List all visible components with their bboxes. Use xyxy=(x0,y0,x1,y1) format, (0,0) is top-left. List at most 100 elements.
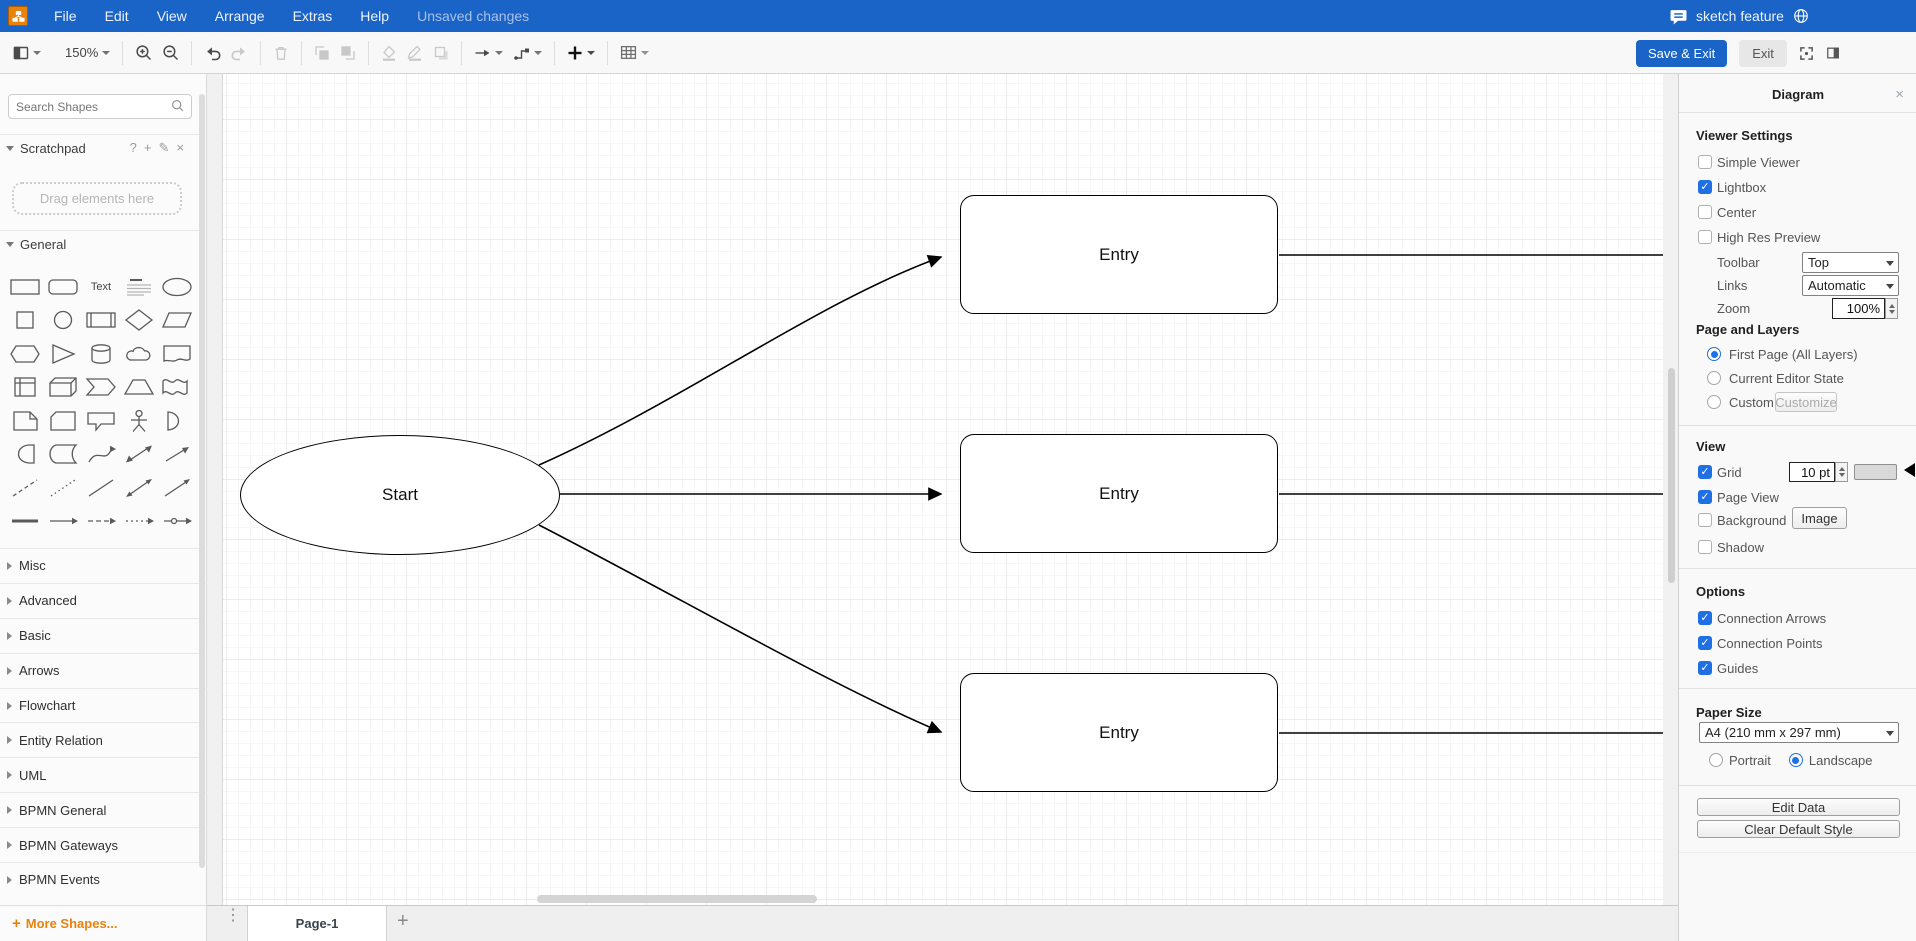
shape-note[interactable] xyxy=(7,406,43,436)
search-input[interactable] xyxy=(16,99,171,114)
undo-button[interactable] xyxy=(199,40,226,65)
zoom-spinner[interactable] xyxy=(1885,298,1898,319)
scratchpad-add-icon[interactable]: + xyxy=(143,140,152,155)
shape-bidirectional-connector[interactable] xyxy=(121,473,157,503)
sidebar-section-misc[interactable]: Misc xyxy=(0,548,207,583)
shape-bidirectional-arrow[interactable] xyxy=(121,439,157,469)
shape-search-box[interactable] xyxy=(8,94,192,119)
background-image-button[interactable]: Image xyxy=(1792,507,1847,529)
pages-menu-button[interactable]: ⋮ xyxy=(225,907,241,924)
sidebar-scrollbar[interactable] xyxy=(199,94,205,868)
shape-internal-storage[interactable] xyxy=(7,372,43,402)
shape-dotted-horizontal-arrow[interactable] xyxy=(121,506,157,536)
spin-up-icon[interactable] xyxy=(1838,467,1845,471)
shape-text[interactable]: Text xyxy=(90,280,112,293)
sidebar-section-basic[interactable]: Basic xyxy=(0,617,207,653)
exit-button[interactable]: Exit xyxy=(1739,39,1787,67)
table-button[interactable] xyxy=(615,40,654,65)
sidebar-section-flowchart[interactable]: Flowchart xyxy=(0,687,207,723)
shape-bold-horizontal-line[interactable] xyxy=(7,506,43,536)
shape-parallelogram[interactable] xyxy=(159,305,195,335)
checkbox-simple-viewer[interactable]: Simple Viewer xyxy=(1679,152,1916,172)
fill-color-button[interactable] xyxy=(376,41,402,65)
radio-custom[interactable]: Custom xyxy=(1679,392,1916,412)
to-front-button[interactable] xyxy=(309,41,335,65)
shape-circle[interactable] xyxy=(45,305,81,335)
menu-item-file[interactable]: File xyxy=(54,8,77,24)
checkbox-center[interactable]: Center xyxy=(1679,202,1916,222)
shape-curve[interactable] xyxy=(83,439,119,469)
shape-dotted-line[interactable] xyxy=(45,473,81,503)
links-select[interactable]: Automatic xyxy=(1802,275,1899,296)
shape-data-storage[interactable] xyxy=(45,439,81,469)
sidebar-section-arrows[interactable]: Arrows xyxy=(0,652,207,688)
shape-cube[interactable] xyxy=(45,372,81,402)
checkbox[interactable]: ✓ xyxy=(1698,636,1712,650)
insert-button[interactable] xyxy=(562,41,600,65)
shape-dashed-line[interactable] xyxy=(7,473,43,503)
drawio-logo-icon[interactable] xyxy=(8,6,28,26)
grid-checkbox[interactable]: ✓ xyxy=(1698,465,1712,479)
checkbox[interactable]: ✓ xyxy=(1698,611,1712,625)
spin-down-icon[interactable] xyxy=(1838,473,1845,477)
shape-line[interactable] xyxy=(83,473,119,503)
shape-rounded-rectangle[interactable] xyxy=(45,272,81,302)
checkbox[interactable] xyxy=(1698,155,1712,169)
radio-button[interactable] xyxy=(1707,371,1721,385)
diagram-canvas[interactable]: Start Entry Entry Entry xyxy=(207,74,1678,905)
toolbar-position-select[interactable]: Top xyxy=(1802,252,1899,273)
checkbox-lightbox[interactable]: ✓Lightbox xyxy=(1679,177,1916,197)
shape-arrow[interactable] xyxy=(159,439,195,469)
fullscreen-icon[interactable] xyxy=(1799,46,1814,61)
paper-size-select[interactable]: A4 (210 mm x 297 mm) xyxy=(1699,722,1899,743)
spin-up-icon[interactable] xyxy=(1888,303,1895,308)
shadow-checkbox-row[interactable]: Shadow xyxy=(1679,537,1916,557)
close-icon[interactable]: × xyxy=(1895,86,1904,103)
portrait-radio[interactable] xyxy=(1709,753,1723,767)
canvas-vertical-scrollbar[interactable] xyxy=(1668,368,1675,583)
add-page-button[interactable]: + xyxy=(397,910,409,932)
zoom-in-button[interactable] xyxy=(130,40,157,65)
shape-step[interactable] xyxy=(83,372,119,402)
grid-size-spinner[interactable] xyxy=(1835,462,1848,482)
shape-hexagon[interactable] xyxy=(7,339,43,369)
checkbox-connection-points[interactable]: ✓Connection Points xyxy=(1679,633,1916,653)
radio-button[interactable] xyxy=(1707,395,1721,409)
page-view-checkbox-row[interactable]: ✓ Page View xyxy=(1679,487,1916,507)
shape-cloud[interactable] xyxy=(121,339,157,369)
redo-button[interactable] xyxy=(226,40,253,65)
delete-button[interactable] xyxy=(268,41,294,65)
scratchpad-help-icon[interactable]: ? xyxy=(129,140,137,155)
shape-horizontal-arrow[interactable] xyxy=(45,506,81,536)
landscape-radio[interactable] xyxy=(1788,753,1803,767)
shape-actor[interactable] xyxy=(121,406,157,436)
shape-link[interactable] xyxy=(159,506,195,536)
shape-square[interactable] xyxy=(7,305,43,335)
clear-default-style-button[interactable]: Clear Default Style xyxy=(1697,820,1900,838)
checkbox[interactable] xyxy=(1698,205,1712,219)
node-entry-2[interactable]: Entry xyxy=(960,434,1278,553)
sidebar-section-entity-relation[interactable]: Entity Relation xyxy=(0,722,207,757)
shape-triangle[interactable] xyxy=(45,339,81,369)
checkbox-guides[interactable]: ✓Guides xyxy=(1679,658,1916,678)
sidebar-section-bpmn-events[interactable]: BPMN Events xyxy=(0,862,207,897)
checkbox-connection-arrows[interactable]: ✓Connection Arrows xyxy=(1679,608,1916,628)
menu-item-extras[interactable]: Extras xyxy=(292,8,333,24)
checkbox[interactable]: ✓ xyxy=(1698,180,1712,194)
menu-item-edit[interactable]: Edit xyxy=(104,8,129,24)
radio-current-editor-state[interactable]: Current Editor State xyxy=(1679,368,1916,388)
sidebar-section-uml[interactable]: UML xyxy=(0,757,207,792)
canvas-horizontal-scrollbar[interactable] xyxy=(537,895,817,903)
shape-or[interactable] xyxy=(159,406,195,436)
scratchpad-section-header[interactable]: Scratchpad ? + ✎ × xyxy=(0,134,200,161)
general-section-header[interactable]: General xyxy=(0,230,200,258)
line-color-button[interactable] xyxy=(402,41,428,65)
save-and-exit-button[interactable]: Save & Exit xyxy=(1636,39,1728,67)
scratchpad-close-icon[interactable]: × xyxy=(176,140,184,155)
shape-ellipse[interactable] xyxy=(159,272,195,302)
node-entry-3[interactable]: Entry xyxy=(960,673,1278,792)
shape-cylinder[interactable] xyxy=(83,339,119,369)
checkbox-high-res-preview[interactable]: High Res Preview xyxy=(1679,227,1916,247)
viewer-zoom-input[interactable]: 100% xyxy=(1832,298,1885,319)
globe-icon[interactable] xyxy=(1793,8,1809,24)
